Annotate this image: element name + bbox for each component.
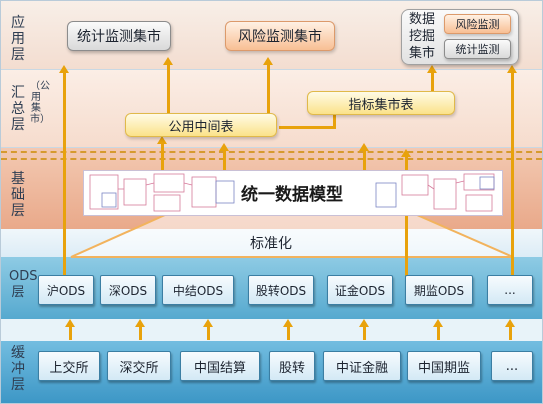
public-mid-table: 公用中间表 [125, 113, 277, 137]
arrow-head [65, 319, 75, 327]
buffer-cell: 中国结算 [180, 351, 260, 381]
buffer-cell: 上交所 [38, 351, 100, 381]
buffer-cell: 股转 [269, 351, 315, 381]
ods-cell: 证金ODS [327, 275, 393, 305]
arrow-shaft [161, 143, 164, 171]
index-mart-table: 指标集市表 [307, 91, 455, 115]
stat-monitor-mart: 统计监测集市 [67, 21, 171, 51]
standardize-label: 标准化 [250, 236, 292, 252]
er-diagram-thumbnail [89, 173, 495, 212]
buffer-cell: ... [491, 351, 533, 381]
data-model-diagram [83, 170, 503, 216]
arrow-shaft [509, 326, 512, 340]
ods-cell: 股转ODS [248, 275, 314, 305]
arrow-shaft [139, 326, 142, 340]
buffer-layer-label: 缓冲层 [11, 345, 25, 393]
arrow-shaft [287, 326, 290, 340]
ods-cell: 中结ODS [162, 275, 234, 305]
arrow-head [283, 319, 293, 327]
arrow-shaft [437, 326, 440, 340]
arrow-shaft [363, 151, 366, 171]
arrow-head [359, 143, 369, 151]
arrow-shaft [223, 151, 226, 171]
arrow-head [157, 136, 167, 144]
arrow-shaft [267, 63, 270, 115]
app-layer-label: 应用层 [11, 15, 25, 63]
arrow-shaft [63, 73, 66, 277]
separator [1, 147, 542, 148]
summary-layer-label: 汇总层 [11, 85, 25, 133]
arrow-head [507, 65, 517, 73]
buffer-cell: 中国期监 [407, 351, 481, 381]
ods-cell: ... [487, 275, 533, 305]
arrow-shaft [431, 73, 434, 93]
arrow-head [359, 319, 369, 327]
ods-cell: 深ODS [100, 275, 156, 305]
summary-layer-sublabel: （公用集市） [30, 81, 50, 125]
arrow-head [505, 319, 515, 327]
arrow-head [59, 65, 69, 73]
dashed-divider [1, 158, 542, 160]
buffer-cell: 中证金融 [323, 351, 401, 381]
arrow-shaft [405, 157, 408, 277]
mining-stat-monitor: 统计监测 [444, 39, 511, 59]
arrow-shaft [511, 73, 514, 277]
buffer-cell: 深交所 [107, 351, 171, 381]
arrow-head [135, 319, 145, 327]
mining-risk-monitor: 风险监测 [444, 14, 511, 34]
arrow-shaft [207, 326, 210, 340]
ods-cell: 沪ODS [38, 275, 94, 305]
arrow-shaft [167, 63, 170, 115]
arrow-head [203, 319, 213, 327]
arrow-head [219, 143, 229, 151]
dashed-divider [1, 151, 542, 153]
base-layer-label: 基础层 [11, 171, 25, 219]
risk-monitor-mart: 风险监测集市 [225, 21, 335, 51]
arrow-head [163, 57, 173, 65]
arrow-shaft [363, 326, 366, 340]
connector [279, 126, 336, 129]
arrow-head [427, 65, 437, 73]
arrow-head [401, 149, 411, 157]
data-mining-title: 数据挖掘集市 [408, 12, 435, 61]
arrow-head [263, 57, 273, 65]
data-model-title: 统一数据模型 [241, 184, 343, 205]
ods-cell: 期监ODS [405, 275, 473, 305]
arrow-head [433, 319, 443, 327]
separator [1, 69, 542, 70]
arrow-shaft [69, 326, 72, 340]
connector [333, 114, 336, 128]
